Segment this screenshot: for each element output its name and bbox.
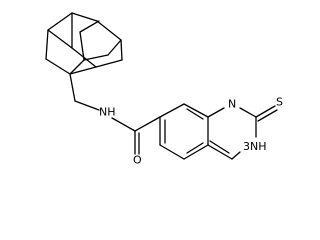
amide-group — [111, 116, 161, 155]
ring-nh-text: NH — [250, 140, 267, 153]
adamantane-cage — [45, 12, 123, 75]
ring-nh-prefix: 3 — [243, 140, 250, 153]
pyrimidine-ring — [207, 105, 278, 160]
bond — [79, 31, 85, 61]
carbonyl-o-label: O — [133, 154, 142, 167]
bond — [159, 144, 185, 160]
bond — [69, 59, 85, 75]
bond — [79, 20, 100, 33]
methylene-linker — [69, 73, 100, 111]
benzo-ring — [159, 103, 209, 160]
bond — [255, 105, 276, 118]
bond — [183, 144, 209, 160]
bond — [47, 29, 73, 49]
bond — [159, 103, 185, 118]
bond — [120, 39, 123, 61]
bond — [107, 39, 122, 56]
bond — [83, 54, 109, 61]
bond — [207, 107, 225, 118]
bond — [45, 58, 71, 75]
bond — [207, 144, 233, 160]
bond — [69, 73, 76, 102]
bond — [71, 47, 97, 68]
ring-nh-label: 3NH — [243, 140, 267, 153]
bond — [96, 20, 122, 41]
thione-s-label: S — [276, 96, 283, 109]
bond — [74, 100, 100, 111]
amide-n-label: NH — [99, 106, 116, 119]
bond — [186, 108, 204, 120]
bond — [47, 12, 73, 31]
atom-labels: NH O N S 3NH — [99, 96, 283, 167]
bond — [257, 109, 278, 122]
bond — [95, 59, 123, 68]
bond — [209, 140, 230, 154]
bond — [239, 107, 257, 118]
bond — [111, 117, 136, 132]
ring-n-label: N — [228, 98, 236, 111]
bond — [134, 116, 161, 132]
bond — [71, 12, 98, 22]
bond — [186, 142, 204, 154]
bond — [45, 29, 49, 60]
bond — [231, 151, 241, 160]
bond — [183, 103, 209, 118]
bond — [69, 66, 97, 75]
molecule-diagram: NH O N S 3NH — [45, 12, 283, 167]
